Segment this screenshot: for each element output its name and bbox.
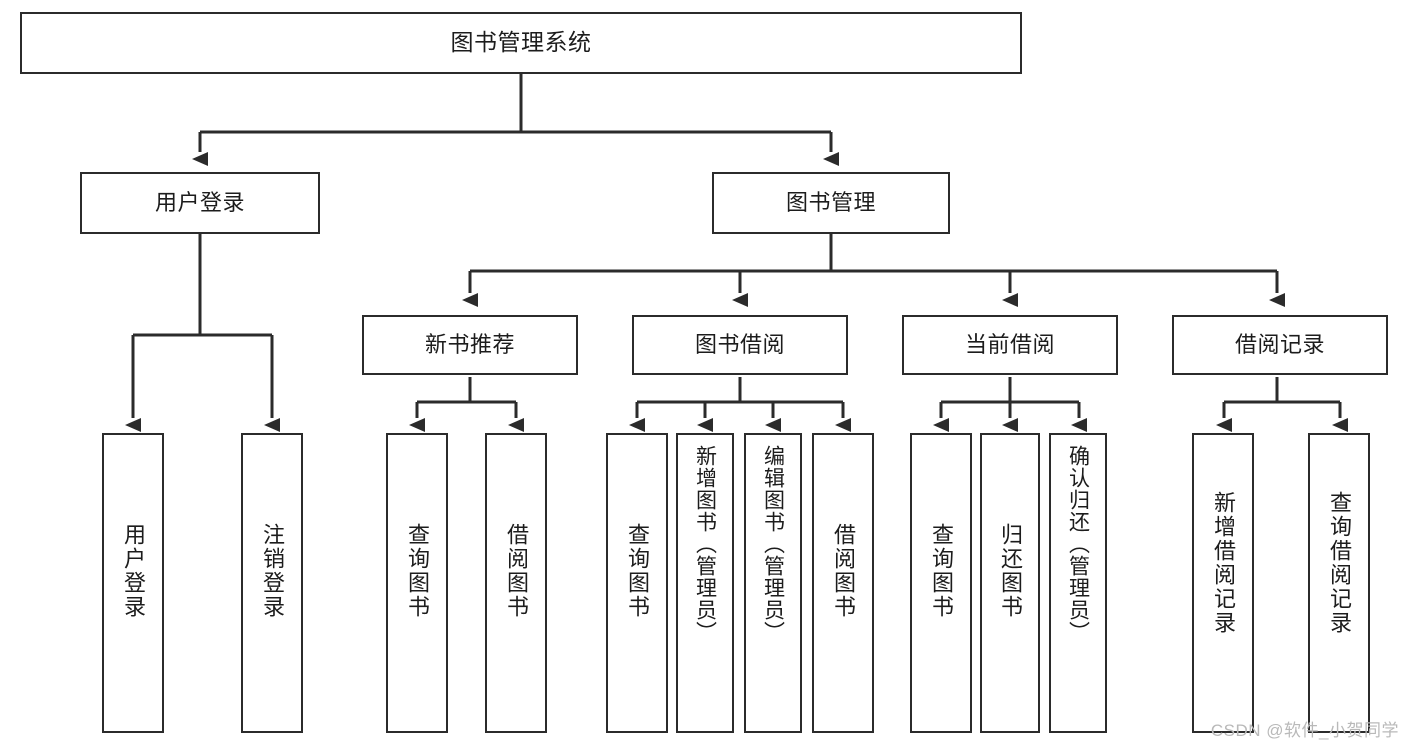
- leaf-borrow-book-2[interactable]: 借阅图书: [812, 433, 874, 733]
- node-user-login-label: 用户登录: [154, 190, 245, 216]
- leaf-add-borrow-record-label: 新增借阅记录: [1211, 491, 1236, 635]
- node-borrow-record[interactable]: 借阅记录: [1172, 315, 1388, 375]
- leaf-user-login-label: 用户登录: [121, 523, 146, 619]
- leaf-borrow-book-1-label: 借阅图书: [504, 523, 529, 619]
- node-root[interactable]: 图书管理系统: [20, 12, 1022, 74]
- node-new-book-recommend-label: 新书推荐: [424, 332, 515, 358]
- leaf-query-book-3-label: 查询图书: [929, 523, 954, 619]
- node-user-login[interactable]: 用户登录: [80, 172, 320, 234]
- leaf-borrow-book-1[interactable]: 借阅图书: [485, 433, 547, 733]
- leaf-query-book-2-label: 查询图书: [625, 523, 650, 619]
- leaf-query-book-2[interactable]: 查询图书: [606, 433, 668, 733]
- leaf-query-borrow-record[interactable]: 查询借阅记录: [1308, 433, 1370, 733]
- leaf-user-login[interactable]: 用户登录: [102, 433, 164, 733]
- leaf-add-book-admin-label: 新增图书（管理员）: [693, 445, 717, 643]
- leaf-edit-book-admin-label: 编辑图书（管理员）: [761, 445, 785, 643]
- node-book-manage[interactable]: 图书管理: [712, 172, 950, 234]
- leaf-add-borrow-record[interactable]: 新增借阅记录: [1192, 433, 1254, 733]
- leaf-confirm-return-admin-label: 确认归还（管理员）: [1066, 445, 1090, 643]
- leaf-return-book[interactable]: 归还图书: [980, 433, 1040, 733]
- leaf-query-borrow-record-label: 查询借阅记录: [1327, 491, 1352, 635]
- node-new-book-recommend[interactable]: 新书推荐: [362, 315, 578, 375]
- leaf-borrow-book-2-label: 借阅图书: [831, 523, 856, 619]
- leaf-add-book-admin[interactable]: 新增图书（管理员）: [676, 433, 734, 733]
- node-current-borrow-label: 当前借阅: [964, 332, 1055, 358]
- csdn-watermark: CSDN @软件_小贺同学: [1210, 721, 1399, 740]
- node-root-label: 图书管理系统: [450, 29, 592, 56]
- leaf-query-book-1[interactable]: 查询图书: [386, 433, 448, 733]
- node-book-borrow[interactable]: 图书借阅: [632, 315, 848, 375]
- leaf-query-book-1-label: 查询图书: [405, 523, 430, 619]
- node-book-manage-label: 图书管理: [785, 190, 876, 216]
- leaf-logout[interactable]: 注销登录: [241, 433, 303, 733]
- leaf-confirm-return-admin[interactable]: 确认归还（管理员）: [1049, 433, 1107, 733]
- leaf-return-book-label: 归还图书: [998, 523, 1023, 619]
- leaf-logout-label: 注销登录: [260, 523, 285, 619]
- node-current-borrow[interactable]: 当前借阅: [902, 315, 1118, 375]
- node-borrow-record-label: 借阅记录: [1234, 332, 1325, 358]
- leaf-query-book-3[interactable]: 查询图书: [910, 433, 972, 733]
- leaf-edit-book-admin[interactable]: 编辑图书（管理员）: [744, 433, 802, 733]
- node-book-borrow-label: 图书借阅: [694, 332, 785, 358]
